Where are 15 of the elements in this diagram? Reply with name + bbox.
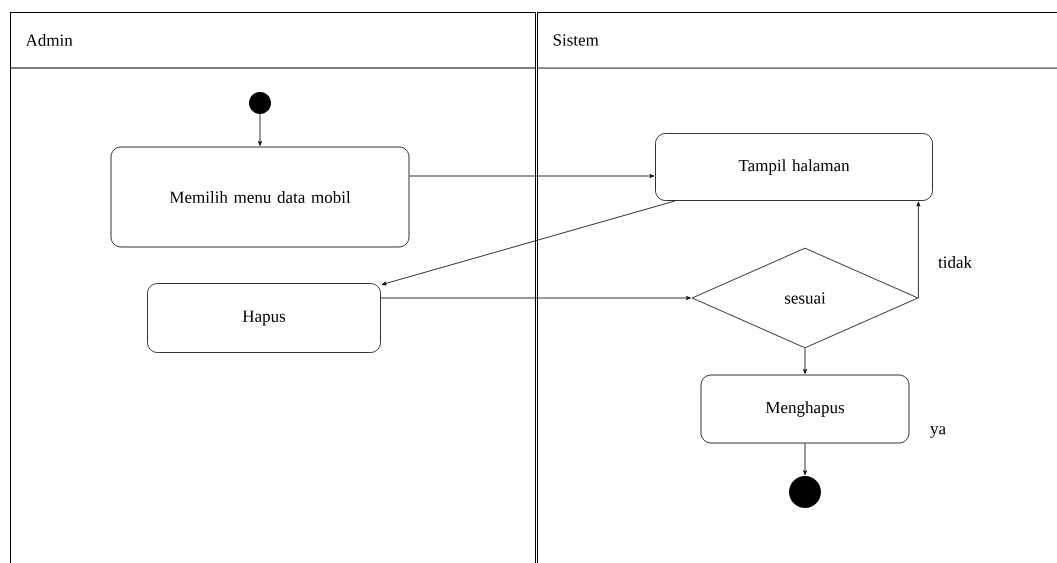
edge-label: tidak	[937, 255, 973, 269]
arrow	[381, 200, 676, 286]
activity-box: Memilih menu data mobil	[110, 146, 410, 248]
arrow	[258, 113, 262, 146]
arrow	[409, 174, 655, 178]
arrow	[803, 443, 807, 476]
activity-box: Tampil halaman	[655, 133, 933, 201]
activity-box: Menghapus	[700, 374, 910, 444]
arrow	[380, 296, 691, 300]
activity-box: Hapus	[147, 283, 381, 353]
start-node	[249, 92, 271, 114]
arrow	[803, 348, 807, 374]
branch-label: ya	[930, 426, 946, 438]
arrow	[916, 201, 921, 299]
end-node	[789, 476, 821, 508]
